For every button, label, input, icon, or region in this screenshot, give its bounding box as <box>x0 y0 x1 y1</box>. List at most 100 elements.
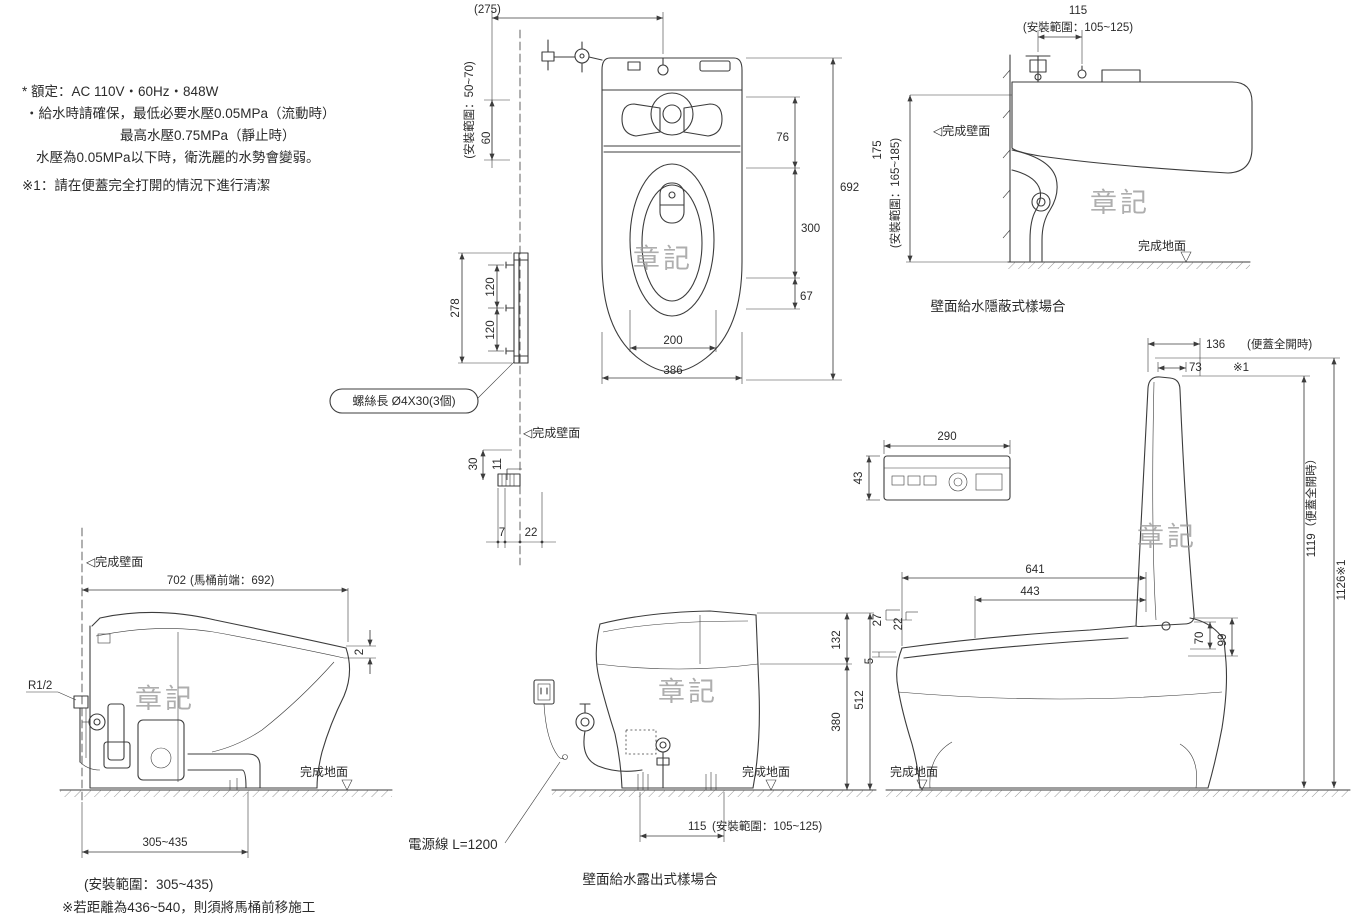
install-range-305-435: (安裝範圍：305~435) <box>84 877 213 892</box>
stop-valve-icon <box>88 713 106 731</box>
dim-label-1126: 1126※1 <box>1336 560 1348 601</box>
dim-label-67: 67 <box>800 291 813 303</box>
dim-label-386: 386 <box>663 365 682 377</box>
function-unit-side <box>1011 55 1253 174</box>
dim-label-305-435: 305~435 <box>142 837 187 849</box>
supply-connection-icon <box>73 695 89 709</box>
install-range-175: (安裝範圍：165~185) <box>888 138 902 248</box>
dim-label-275: (275) <box>474 4 501 16</box>
dim-label-380: 380 <box>831 712 843 731</box>
dim-note-702: (馬桶前端：692) <box>190 573 275 587</box>
side-view-lid-open: 290 43 641 443 27 22 5 70 99 136 (便 <box>853 337 1351 797</box>
dim-label-200: 200 <box>663 335 682 347</box>
power-cord-label: 電源線 L=1200 <box>408 837 498 852</box>
supply-thread-label: R1/2 <box>28 680 52 692</box>
dim-label-692: 692 <box>840 182 859 194</box>
dim-note-73: ※1 <box>1233 362 1249 374</box>
water-supply-fitting-icon <box>541 39 669 76</box>
dim-label-70: 70 <box>1194 632 1206 645</box>
fill-valve <box>107 703 125 761</box>
watermark-stamp: 章記 <box>1137 522 1197 552</box>
screw-icon <box>505 261 515 355</box>
dim-label-512: 512 <box>854 690 866 709</box>
power-outlet-icon <box>533 679 555 705</box>
dim-note-136: (便蓋全開時) <box>1247 337 1312 351</box>
dim-label-175: 175 <box>872 140 884 159</box>
finished-wall-label: ◁完成壁面 <box>85 554 143 569</box>
toilet-side-outline <box>595 610 760 789</box>
floor-bolts <box>637 772 717 790</box>
install-range-115: (安裝範圍：105~125) <box>712 819 822 833</box>
dim-label-7: 7 <box>499 527 505 539</box>
dim-label-120b: 120 <box>485 320 497 339</box>
dim-label-120a: 120 <box>485 277 497 296</box>
screw-note-label: 螺絲長 Ø4X30(3個) <box>352 393 455 408</box>
hidden-fill-valve <box>625 729 671 789</box>
dim-label-22: 22 <box>893 618 905 631</box>
open-lid <box>1135 376 1195 631</box>
install-range-60: (安裝範圍：50~70) <box>462 61 476 159</box>
wall-detail: ◁完成壁面 30 11 7 22 <box>468 425 580 548</box>
dim-label-76: 76 <box>776 132 789 144</box>
dim-label-43: 43 <box>853 472 865 485</box>
finished-floor-label: 完成地面 <box>300 764 348 779</box>
mounting-plate <box>505 252 529 364</box>
dim-label-132: 132 <box>831 630 843 649</box>
lid-buttons <box>699 60 731 72</box>
dim-label-99: 99 <box>1217 634 1229 647</box>
note-rating: * 額定：AC 110V・60Hz・848W <box>22 84 219 99</box>
supply-hose <box>583 730 643 772</box>
finished-floor-label: 完成地面 <box>890 764 938 779</box>
dim-label-136: 136 <box>1206 339 1225 351</box>
concealed-view-caption: 壁面給水隱蔽式樣場合 <box>931 298 1066 314</box>
wall-bolt-icon <box>497 473 521 487</box>
watermark-stamp: 章記 <box>658 677 718 707</box>
floor-level-marker <box>765 779 777 791</box>
finished-floor-label: 完成地面 <box>742 764 790 779</box>
concealed-supply-view: ◁完成壁面 完成地面 115 (安裝範圍：105~125) 175 <box>872 5 1253 314</box>
dim-label-300: 300 <box>801 223 820 235</box>
watermark-stamp: 章記 <box>1090 188 1150 218</box>
dim-label-115: 115 <box>1069 5 1087 17</box>
watermark-stamp: 章記 <box>135 684 195 714</box>
floor-level-marker <box>1180 251 1192 263</box>
left-section-view: ◁完成壁面 702 (馬桶前端：692) <box>26 527 393 915</box>
screw-note-box <box>329 388 479 414</box>
toilet-plan-outline <box>601 57 743 373</box>
dim-label-73: 73 <box>1189 362 1202 374</box>
pump-unit <box>137 719 185 781</box>
dim-label-278: 278 <box>450 298 462 317</box>
dim-label-115: 115 <box>688 821 706 833</box>
spec-notes: * 額定：AC 110V・60Hz・848W ・給水時請確保，最低必要水壓0.0… <box>22 84 336 193</box>
seat-opening <box>629 163 715 317</box>
nozzle <box>659 182 685 224</box>
dim-label-30: 30 <box>468 458 480 471</box>
exposed-supply-view: 電源線 L=1200 132 380 512 完成地面 115 (安裝範圍：10… <box>408 610 877 887</box>
dim-label-11: 11 <box>492 458 504 470</box>
note-cleaning: ※1：請在便蓋完全打開的情況下進行清潔 <box>22 177 270 193</box>
dim-label-1119: 1119（便蓋全開時） <box>1304 453 1318 557</box>
concealed-supply-valve-icon <box>1011 149 1058 262</box>
floor-level-marker <box>916 779 928 791</box>
dim-label-702: 702 <box>167 575 186 587</box>
note-max-pressure: 最高水壓0.75MPa（靜止時） <box>120 127 296 143</box>
finished-wall-label: ◁完成壁面 <box>932 123 990 138</box>
trapway <box>187 753 261 789</box>
dim-label-443: 443 <box>1020 586 1039 598</box>
exposed-view-caption: 壁面給水露出式樣場合 <box>583 871 718 887</box>
dim-label-22: 22 <box>525 527 538 539</box>
dim-label-641: 641 <box>1025 564 1044 576</box>
dim-label-60: 60 <box>481 132 493 145</box>
note-supply-pressure: ・給水時請確保，最低必要水壓0.05MPa（流動時） <box>25 106 336 121</box>
finished-wall-label: ◁完成壁面 <box>522 425 580 440</box>
internal-plumbing <box>73 695 261 790</box>
toilet-section-outline <box>89 611 351 789</box>
toilet-side-outline <box>896 617 1228 789</box>
floor-level-marker <box>341 779 353 791</box>
watermarks: 章記 章記 章記 章記 章記 <box>135 188 1197 714</box>
note-low-pressure: 水壓為0.05MPa以下時，衛洗麗的水勢會變弱。 <box>36 150 320 165</box>
dim-label-290: 290 <box>937 431 956 443</box>
watermark-stamp: 章記 <box>633 244 693 274</box>
